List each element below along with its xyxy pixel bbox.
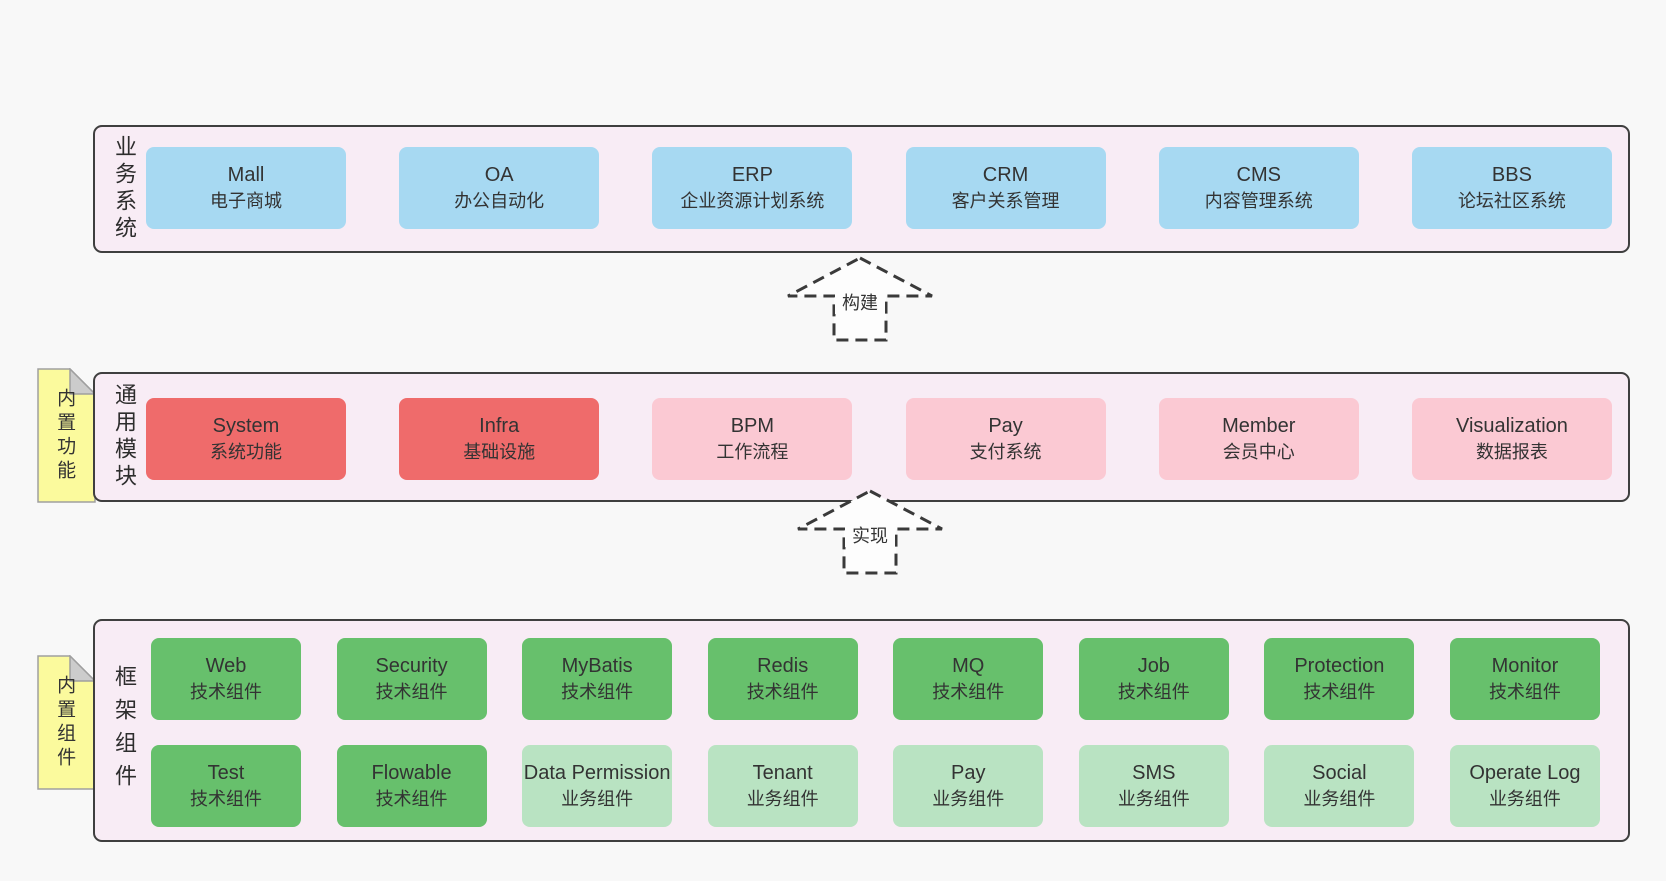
arrow-build-up-icon: 构建 <box>787 256 933 342</box>
label-business-systems: 业务系统 <box>112 135 137 243</box>
box-subtitle: 技术组件 <box>190 682 262 702</box>
box-bpm: BPM 工作流程 <box>652 398 853 480</box>
box-title: Visualization <box>1455 415 1568 437</box>
box-subtitle: 会员中心 <box>1222 442 1295 462</box>
box-title: CRM <box>982 164 1029 186</box>
box-subtitle: 技术组件 <box>375 789 448 809</box>
box-member: Member 会员中心 <box>1158 398 1359 480</box>
box-subtitle: 技术组件 <box>746 682 819 702</box>
box-title: Monitor <box>1491 655 1559 677</box>
box-security: Security 技术组件 <box>336 638 487 720</box>
box-subtitle: 业务组件 <box>1488 789 1561 809</box>
box-title: CMS <box>1236 164 1281 186</box>
box-title: BPM <box>730 415 775 437</box>
panel-framework-components: 框架组件 Web 技术组件 Security 技术组件 MyBatis 技术组件… <box>93 619 1630 842</box>
box-subtitle: 数据报表 <box>1475 442 1548 462</box>
box-subtitle: 工作流程 <box>716 442 789 462</box>
box-operate-log: Operate Log 业务组件 <box>1449 745 1600 827</box>
box-title: Pay <box>951 762 986 784</box>
box-subtitle: 业务组件 <box>1303 789 1376 809</box>
box-subtitle: 技术组件 <box>561 682 634 702</box>
box-oa: OA 办公自动化 <box>399 147 600 229</box>
box-subtitle: 内容管理系统 <box>1204 191 1313 211</box>
box-title: Social <box>1312 762 1367 784</box>
box-subtitle: 办公自动化 <box>454 191 545 211</box>
box-web: Web 技术组件 <box>151 638 301 720</box>
box-social: Social 业务组件 <box>1264 745 1415 827</box>
box-title: Data Permission <box>523 762 671 784</box>
arrow-implement-up-icon: 实现 <box>797 489 943 575</box>
box-title: ERP <box>731 164 773 186</box>
box-sms: SMS 业务组件 <box>1078 745 1229 827</box>
box-subtitle: 技术组件 <box>1303 682 1376 702</box>
box-flowable: Flowable 技术组件 <box>336 745 487 827</box>
box-subtitle: 技术组件 <box>1488 682 1561 702</box>
box-title: Mall <box>227 164 265 186</box>
box-subtitle: 支付系统 <box>969 442 1042 462</box>
box-title: Member <box>1222 415 1296 437</box>
box-subtitle: 基础设施 <box>463 442 536 462</box>
box-subtitle: 业务组件 <box>1117 789 1190 809</box>
box-test: Test 技术组件 <box>151 745 301 827</box>
box-title: Security <box>375 655 448 677</box>
box-title: BBS <box>1491 164 1532 186</box>
box-title: System <box>212 415 280 437</box>
box-title: OA <box>484 164 514 186</box>
box-monitor: Monitor 技术组件 <box>1449 638 1600 720</box>
box-title: Protection <box>1294 655 1385 677</box>
box-title: Web <box>205 655 247 677</box>
box-erp: ERP 企业资源计划系统 <box>652 147 853 229</box>
box-subtitle: 业务组件 <box>746 789 819 809</box>
box-subtitle: 论坛社区系统 <box>1457 191 1566 211</box>
label-framework-components: 框架组件 <box>112 664 137 797</box>
box-title: Operate Log <box>1469 762 1581 784</box>
box-pay-module: Pay 支付系统 <box>905 398 1106 480</box>
arrow-implement-label: 实现 <box>852 526 888 546</box>
box-mq: MQ 技术组件 <box>893 638 1044 720</box>
box-protection: Protection 技术组件 <box>1264 638 1415 720</box>
label-common-modules: 通用模块 <box>112 383 137 491</box>
box-bbs: BBS 论坛社区系统 <box>1411 147 1612 229</box>
box-subtitle: 技术组件 <box>1117 682 1190 702</box>
box-subtitle: 企业资源计划系统 <box>680 191 825 211</box>
box-subtitle: 系统功能 <box>210 442 282 462</box>
box-title: Infra <box>479 415 520 437</box>
box-mybatis: MyBatis 技术组件 <box>522 638 673 720</box>
box-subtitle: 技术组件 <box>375 682 448 702</box>
box-title: Tenant <box>752 762 813 784</box>
box-title: MyBatis <box>561 655 633 677</box>
box-subtitle: 客户关系管理 <box>951 191 1060 211</box>
box-redis: Redis 技术组件 <box>707 638 858 720</box>
panel-common-modules: 通用模块 System 系统功能 Infra 基础设施 BPM 工作流程 Pay… <box>93 372 1630 502</box>
sticky-note-built-in-components: 内置组件 <box>37 655 97 791</box>
box-data-permission: Data Permission 业务组件 <box>522 745 673 827</box>
box-subtitle: 业务组件 <box>561 789 634 809</box>
box-crm: CRM 客户关系管理 <box>905 147 1106 229</box>
box-visualization: Visualization 数据报表 <box>1411 398 1612 480</box>
box-title: MQ <box>952 655 985 677</box>
box-title: Job <box>1137 655 1170 677</box>
box-cms: CMS 内容管理系统 <box>1158 147 1359 229</box>
panel-business-systems: 业务系统 Mall 电子商城 OA 办公自动化 ERP 企业资源计划系统 CRM… <box>93 125 1630 253</box>
box-subtitle: 技术组件 <box>932 682 1005 702</box>
box-subtitle: 电子商城 <box>210 191 282 211</box>
note-text: 内置组件 <box>54 675 76 771</box>
box-job: Job 技术组件 <box>1078 638 1229 720</box>
box-system: System 系统功能 <box>146 398 346 480</box>
box-title: SMS <box>1132 762 1176 784</box>
box-subtitle: 技术组件 <box>190 789 262 809</box>
box-title: Test <box>207 762 245 784</box>
arrow-build-label: 构建 <box>842 293 878 313</box>
box-title: Redis <box>757 655 809 677</box>
box-title: Flowable <box>371 762 452 784</box>
box-subtitle: 业务组件 <box>932 789 1005 809</box>
box-tenant: Tenant 业务组件 <box>707 745 858 827</box>
box-title: Pay <box>988 415 1023 437</box>
box-pay-component: Pay 业务组件 <box>893 745 1044 827</box>
note-text: 内置功能 <box>54 388 76 484</box>
box-infra: Infra 基础设施 <box>399 398 600 480</box>
box-mall: Mall 电子商城 <box>146 147 346 229</box>
sticky-note-built-in-features: 内置功能 <box>37 368 97 504</box>
